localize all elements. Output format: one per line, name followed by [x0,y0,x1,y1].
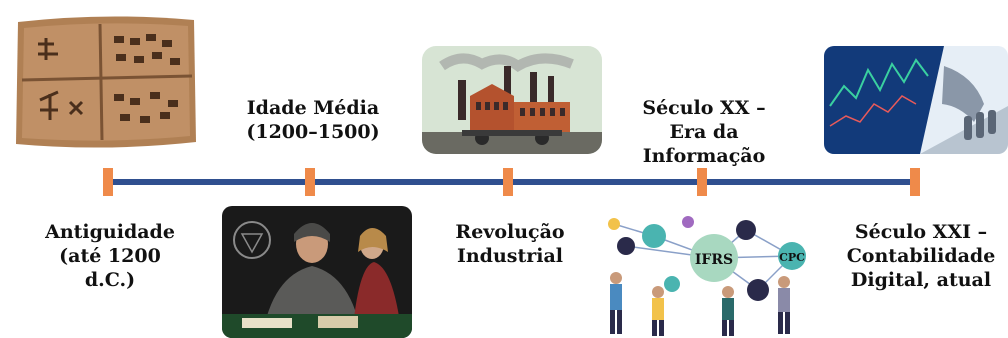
factory-image [422,46,602,154]
robot-laptop-image [824,46,1008,154]
medieval-painting-image [222,206,412,338]
era-label-revolucao-industrial: Revolução Industrial [455,221,565,267]
era-label-idade-media: Idade Média (1200–1500) [246,97,380,143]
timeline-tick-antiguidade [103,168,113,196]
era-label-seculo-xxi: Século XXI – Contabilidade Digital, atua… [846,221,996,291]
timeline-tick-revolucao [503,168,513,196]
network-people-image: IFRS CPC [596,206,816,338]
era-label-seculo-xx: Século XX – Era da Informação [642,97,766,167]
network-label-cpc: CPC [779,251,805,264]
era-label-antiguidade: Antiguidade (até 1200 d.C.) [45,221,175,291]
clay-tablet-image [10,10,200,152]
timeline-tick-seculo-xx [697,168,707,196]
timeline-tick-seculo-xxi [910,168,920,196]
timeline-tick-idade-media [305,168,315,196]
network-label-ifrs: IFRS [695,252,733,268]
